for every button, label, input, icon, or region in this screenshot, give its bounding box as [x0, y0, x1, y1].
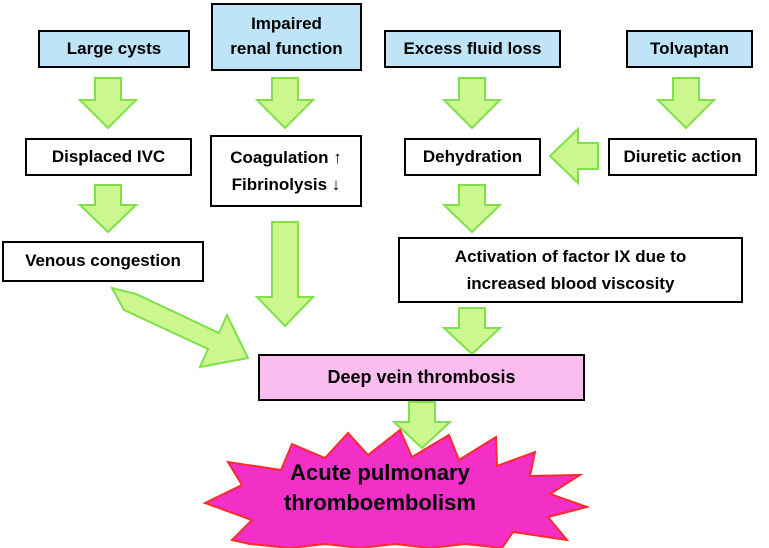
arrow-renal-to-coagulation: [254, 77, 316, 130]
impaired-renal-line1: Impaired: [251, 14, 322, 34]
fibrinolysis-line: Fibrinolysis ↓: [231, 175, 341, 194]
starburst-shape: [202, 428, 591, 548]
activation-line2: increased blood viscosity: [466, 274, 675, 293]
pe-label-line2: thromboembolism: [284, 489, 476, 515]
node-deep-vein-thrombosis: Deep vein thrombosis: [258, 354, 585, 401]
impaired-renal-line2: renal function: [230, 39, 343, 58]
cause-excess-fluid-loss: Excess fluid loss: [384, 30, 561, 68]
arrow-diuretic-to-dehydration: [548, 126, 599, 186]
node-venous-congestion: Venous congestion: [2, 241, 204, 282]
node-diuretic-action: Diuretic action: [608, 138, 757, 176]
activation-line1: Activation of factor IX due to: [454, 246, 687, 266]
node-displaced-ivc: Displaced IVC: [25, 138, 192, 176]
cause-large-cysts: Large cysts: [38, 30, 190, 68]
arrow-tolvaptan-to-diuretic: [655, 77, 717, 130]
arrow-venous-to-dvt: [110, 286, 250, 369]
arrow-dehydration-to-activation: [441, 184, 503, 234]
arrow-dvt-to-pe: [391, 401, 453, 450]
node-coagulation-fibrinolysis: Coagulation ↑ Fibrinolysis ↓: [210, 135, 362, 207]
cause-tolvaptan: Tolvaptan: [626, 30, 753, 68]
pe-label-line1: Acute pulmonary: [290, 460, 470, 485]
arrow-fluidloss-to-dehydration: [441, 77, 503, 130]
coagulation-line: Coagulation ↑: [230, 147, 342, 167]
cause-impaired-renal-function: Impaired renal function: [211, 3, 362, 71]
node-activation-factor-ix: Activation of factor IX due to increased…: [398, 237, 743, 303]
arrow-ivc-to-venous: [77, 184, 139, 234]
pe-label: Acute pulmonary thromboembolism: [210, 458, 550, 517]
arrow-activation-to-dvt: [441, 307, 503, 356]
node-dehydration: Dehydration: [404, 138, 541, 176]
arrow-largecysts-to-ivc: [77, 77, 139, 130]
arrow-coagulation-to-dvt: [254, 221, 316, 328]
